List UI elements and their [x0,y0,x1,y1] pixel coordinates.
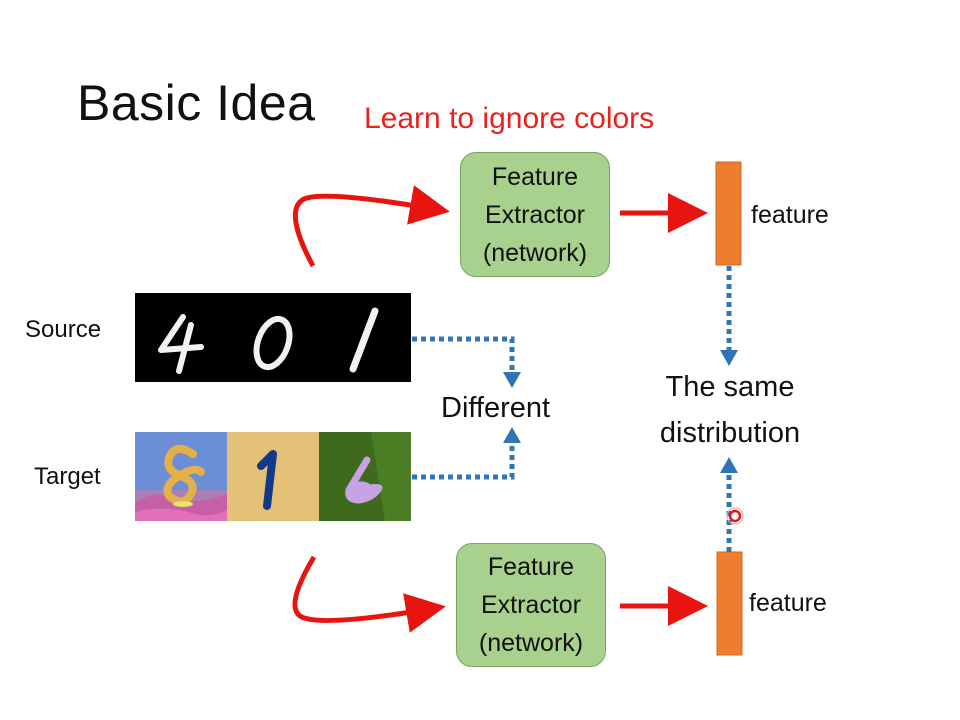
target-digit-6 [345,456,383,504]
target-digit-1 [257,450,277,510]
target-digits-drawing [135,432,411,521]
feature-bar-bottom [716,551,743,656]
extractor-bottom-line-1: Feature [487,553,575,581]
source-image-strip [135,293,411,382]
target-to-different-dotted [412,441,515,480]
target-label: Target [34,463,101,490]
subtitle: Learn to ignore colors [364,102,655,135]
source-to-extractor-arrow [292,185,450,268]
source-digit-0 [253,315,293,371]
different-label: Different [441,392,551,424]
feature-bar-top [715,161,742,266]
source-label: Source [25,316,102,343]
feature-extractor-top: Feature Extractor (network) [460,152,610,277]
same-distribution-line-1: The same [665,371,795,403]
target-to-extractor-arrow [292,555,446,633]
feature-bottom-label: feature [749,589,827,617]
slide-title: Basic Idea [77,75,316,131]
same-distribution-label: The same distribution [641,364,819,456]
same-distribution-line-2: distribution [659,417,801,449]
source-to-different-dotted [412,336,515,374]
extractor-bottom-line-3: (network) [478,629,584,657]
extractor-bottom-line-2: Extractor [480,591,582,619]
target-image-strip [135,432,411,521]
pointer-dot [728,509,742,523]
extractor-top-line-2: Extractor [484,200,586,229]
feature-extractor-bottom: Feature Extractor (network) [456,543,606,667]
source-digits-drawing [158,307,379,374]
extractor-top-line-3: (network) [482,238,588,267]
feature-top-label: feature [751,201,829,229]
target-digit-8 [163,444,205,506]
source-digit-1 [349,307,379,373]
extractor-top-line-1: Feature [491,162,579,191]
source-digit-4 [158,314,204,374]
